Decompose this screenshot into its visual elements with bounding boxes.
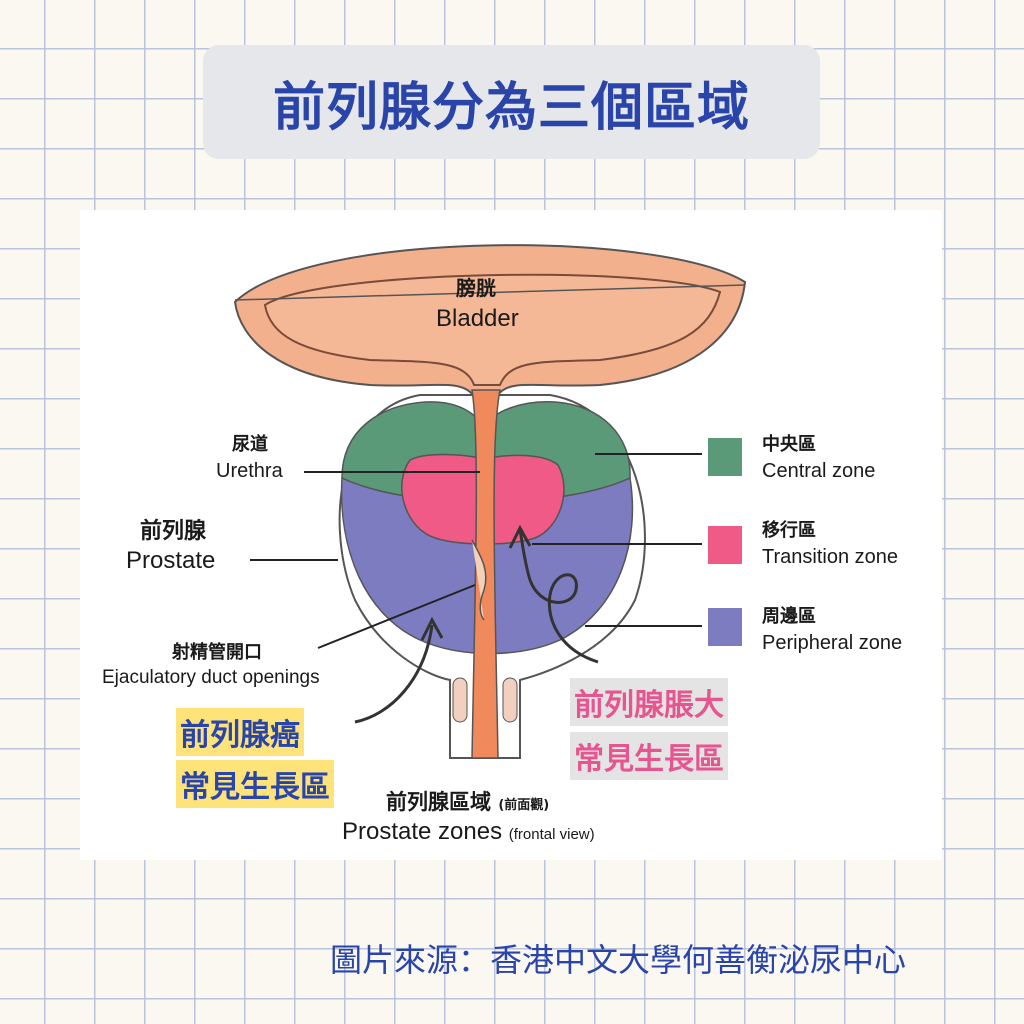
legend-swatch-transition [708,526,742,564]
legend-peripheral-en: Peripheral zone [762,632,903,654]
enlargement-arrowhead [508,524,532,549]
urethra-label-zh: 尿道 [232,434,268,455]
prostate-diagram [233,244,747,759]
ejaculatory-label-en: Ejaculatory duct openings [102,667,320,688]
caption-en-main: Prostate zones [342,818,503,845]
prostate-label-zh: 前列腺 [140,519,207,544]
bladder-cavity [263,273,722,386]
caption-en-small: (frontal view) [508,826,595,843]
prostate-label-en: Prostate [126,547,216,574]
source-credit: 圖片來源：香港中文大學何善衡泌尿中心 [330,941,907,979]
gland-left [452,677,468,723]
caption-zh: 前列腺區域 (前面觀) [386,786,549,816]
ejaculatory-line [317,584,476,649]
ejaculatory-label-zh: 射精管開口 [172,642,262,663]
caption-zh-small: (前面觀) [498,798,550,813]
legend-swatch-peripheral [708,608,742,646]
legend-swatch-central [708,438,742,476]
caption-zh-main: 前列腺區域 [386,790,491,814]
bladder-label-en: Bladder [436,305,519,332]
urethra-label-en: Urethra [216,460,283,482]
legend-transition-en: Transition zone [762,546,898,568]
cancer-arrow [354,624,434,724]
legend-central-zh: 中央區 [762,434,816,455]
legend-transition-zh: 移行區 [762,520,816,541]
bladder-label-zh: 膀胱 [456,276,496,300]
cancer-arrowhead [420,616,444,641]
legend-peripheral-zh: 周邊區 [762,606,816,627]
cancer-callout-line2: 常見生長區 [176,760,334,808]
ejaculatory-duct [471,539,487,621]
title-box: 前列腺分為三個區域 [203,45,820,159]
legend-central-en: Central zone [762,460,876,482]
enlargement-arrow [518,529,599,664]
gland-right [502,677,518,723]
caption-en: Prostate zones (frontal view) [342,818,595,846]
cancer-callout-line1: 前列腺癌 [176,708,304,756]
enlargement-callout-line2: 常見生長區 [570,732,728,780]
bladder-neck-line [234,284,746,301]
enlargement-callout-line1: 前列腺脹大 [570,678,728,726]
page-title: 前列腺分為三個區域 [272,77,750,138]
